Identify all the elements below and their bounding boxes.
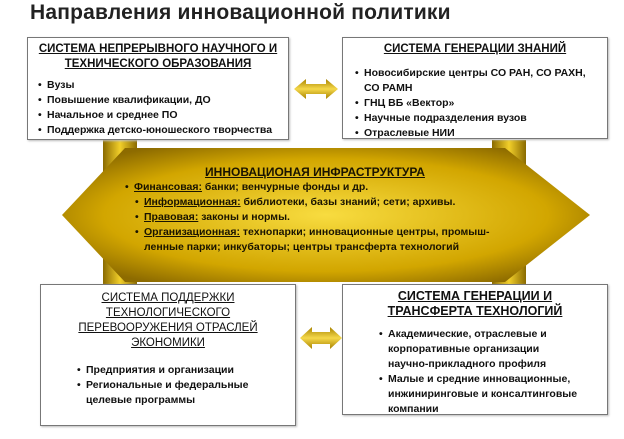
box-heading: СИСТЕМА ПОДДЕРЖКИ ТЕХНОЛОГИЧЕСКОГО ПЕРЕВ… xyxy=(78,292,258,349)
item-text: технопарки; инновационные центры, промыш… xyxy=(144,226,490,253)
infrastructure-block: ИННОВАЦИОНАЯ ИНФРАСТРУКТУРА Финансовая: … xyxy=(125,165,505,255)
infra-item-organizational: Организационная: технопарки; инновационн… xyxy=(135,225,499,255)
list-item: Повышение квалификации, ДО xyxy=(38,93,284,108)
box-heading: СИСТЕМА НЕПРЕРЫВНОГО НАУЧНОГО И ТЕХНИЧЕС… xyxy=(38,43,278,70)
list-item: Академические, отраслевые и корпоративны… xyxy=(379,327,581,372)
box-heading: СИСТЕМА ГЕНЕРАЦИИ ЗНАНИЙ xyxy=(383,43,567,55)
list-item: ГНЦ ВБ «Вектор» xyxy=(355,96,601,111)
box-tech-support-system: СИСТЕМА ПОДДЕРЖКИ ТЕХНОЛОГИЧЕСКОГО ПЕРЕВ… xyxy=(40,284,296,426)
item-label: Финансовая: xyxy=(134,181,202,193)
list-item: Отраслевые НИИ xyxy=(355,126,601,141)
box-tech-transfer-system: СИСТЕМА ГЕНЕРАЦИИ И ТРАНСФЕРТА ТЕХНОЛОГИ… xyxy=(342,284,608,415)
item-label: Информационная: xyxy=(144,196,241,208)
box-heading: СИСТЕМА ГЕНЕРАЦИИ И ТРАНСФЕРТА ТЕХНОЛОГИ… xyxy=(387,289,563,318)
item-text: банки; венчурные фонды и др. xyxy=(201,181,369,193)
item-label: Организационная: xyxy=(144,226,240,238)
double-arrow-top xyxy=(294,79,338,99)
list-item: Региональные и федеральные целевые прогр… xyxy=(77,378,289,408)
item-text: библиотеки, базы знаний; сети; архивы. xyxy=(240,196,456,208)
item-label: Правовая: xyxy=(144,211,199,223)
page-title: Направления инновационной политики xyxy=(30,1,451,24)
infra-item-legal: Правовая: законы и нормы. xyxy=(135,210,505,225)
double-arrow-bottom xyxy=(300,327,342,349)
infra-item-information: Информационная: библиотеки, базы знаний;… xyxy=(135,195,505,210)
box-education-system: СИСТЕМА НЕПРЕРЫВНОГО НАУЧНОГО И ТЕХНИЧЕС… xyxy=(27,37,289,140)
list-item: Предприятия и организации xyxy=(77,363,289,378)
list-item: Новосибирские центры СО РАН, СО РАХН, СО… xyxy=(355,66,601,96)
item-text: законы и нормы. xyxy=(198,211,290,223)
list-item: Начальное и среднее ПО xyxy=(38,108,284,123)
list-item: Малые и средние инновационные, инжинирин… xyxy=(379,372,581,417)
list-item: Вузы xyxy=(38,78,284,93)
infrastructure-heading: ИННОВАЦИОНАЯ ИНФРАСТРУКТУРА xyxy=(205,165,425,179)
infra-item-financial: Финансовая: банки; венчурные фонды и др. xyxy=(125,180,505,195)
list-item: Поддержка детско-юношеского творчества xyxy=(38,123,284,138)
box-knowledge-generation: СИСТЕМА ГЕНЕРАЦИИ ЗНАНИЙ Новосибирские ц… xyxy=(342,37,608,141)
list-item: Научные подразделения вузов xyxy=(355,111,601,126)
